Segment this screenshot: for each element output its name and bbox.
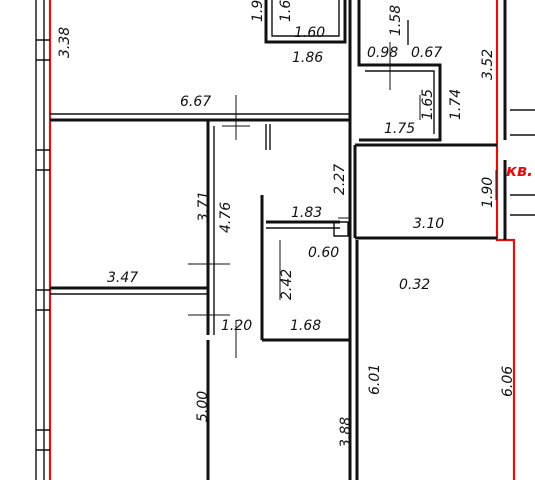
dim-0-98: 0.98 [367, 45, 398, 61]
dim-1-6: 1.6 [278, 0, 294, 22]
dim-1-68: 1.68 [290, 318, 321, 334]
dim-1-74: 1.74 [448, 89, 464, 120]
dimension-labels: 3.38 1.9 1.6 1.60 1.86 1.58 0.98 0.67 3.… [57, 0, 533, 448]
apartment-boundary [48, 0, 516, 480]
dim-0-67: 0.67 [411, 45, 442, 61]
dim-6-06: 6.06 [500, 366, 516, 397]
dim-1-83: 1.83 [291, 205, 322, 221]
dim-6-01: 6.01 [367, 364, 383, 395]
dim-1-65: 1.65 [420, 89, 436, 120]
dim-4-76: 4.76 [218, 202, 234, 233]
dim-3-71: 3.71 [196, 191, 212, 222]
dim-1-58: 1.58 [388, 5, 404, 36]
dim-1-86: 1.86 [292, 50, 323, 66]
dim-1-90: 1.90 [480, 177, 496, 208]
interior-walls [50, 0, 535, 480]
dim-3-10: 3.10 [413, 216, 444, 232]
dim-1-75: 1.75 [384, 121, 415, 137]
dim-2-42: 2.42 [279, 269, 295, 300]
exterior-wall-left [35, 0, 50, 480]
dim-2-27: 2.27 [332, 164, 348, 195]
dim-5-00: 5.00 [195, 391, 211, 422]
dim-1-9: 1.9 [250, 0, 266, 22]
dim-0-60: 0.60 [308, 245, 339, 261]
dim-1-20: 1.20 [221, 318, 252, 334]
dim-0-32: 0.32 [399, 277, 430, 293]
dim-6-67: 6.67 [180, 94, 211, 110]
dim-3-47: 3.47 [107, 270, 138, 286]
dim-3-52: 3.52 [480, 49, 496, 80]
apartment-label: кв. [506, 161, 533, 180]
dim-3-38: 3.38 [57, 27, 73, 58]
dim-1-60: 1.60 [294, 25, 325, 41]
dimension-lines [188, 42, 497, 358]
dim-3-88: 3.88 [338, 417, 354, 448]
